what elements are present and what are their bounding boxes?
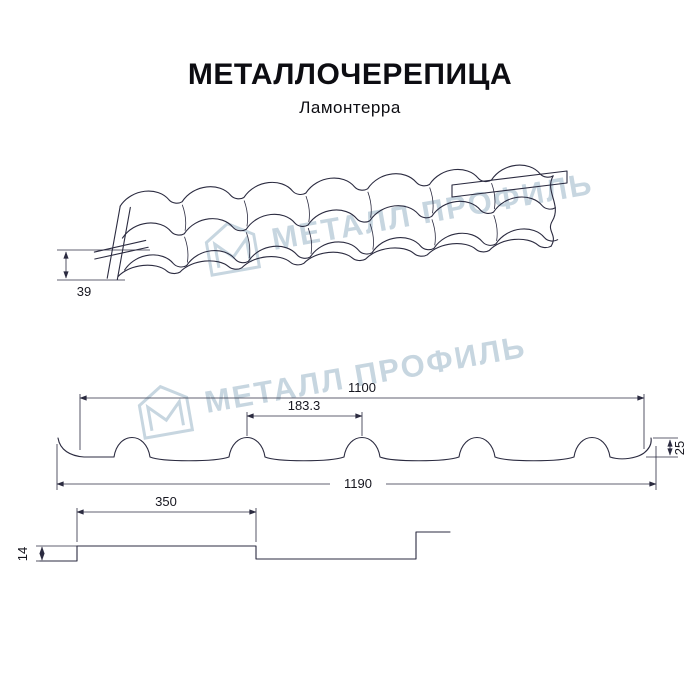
dim-350-label: 350 <box>155 494 177 509</box>
dim-183-3-label: 183.3 <box>288 398 321 413</box>
ridge-strip <box>451 170 568 198</box>
dimension-350: 350 <box>76 494 257 542</box>
dimension-25: 25 <box>646 437 687 458</box>
longitudinal-section-view: 350 14 <box>15 494 451 562</box>
dimension-1100: 1100 <box>79 380 645 450</box>
dimension-14: 14 <box>15 545 77 562</box>
dim-1190-label: 1190 <box>344 476 372 491</box>
dimension-183-3: 183.3 <box>246 398 363 436</box>
dim-14-label: 14 <box>15 547 30 561</box>
dim-1100-label: 1100 <box>348 380 376 395</box>
dim-39-label: 39 <box>77 284 91 299</box>
page-title: МЕТАЛЛОЧЕРЕПИЦА <box>187 58 513 91</box>
page-subtitle: Ламонтерра <box>299 98 401 117</box>
perspective-view: 39 <box>57 164 568 299</box>
dim-25-label: 25 <box>672 441 687 455</box>
dimension-39: 39 <box>57 249 150 299</box>
cross-section-view: 1100 183.3 25 1190 <box>56 380 687 491</box>
dimension-1190: 1190 <box>56 444 657 491</box>
